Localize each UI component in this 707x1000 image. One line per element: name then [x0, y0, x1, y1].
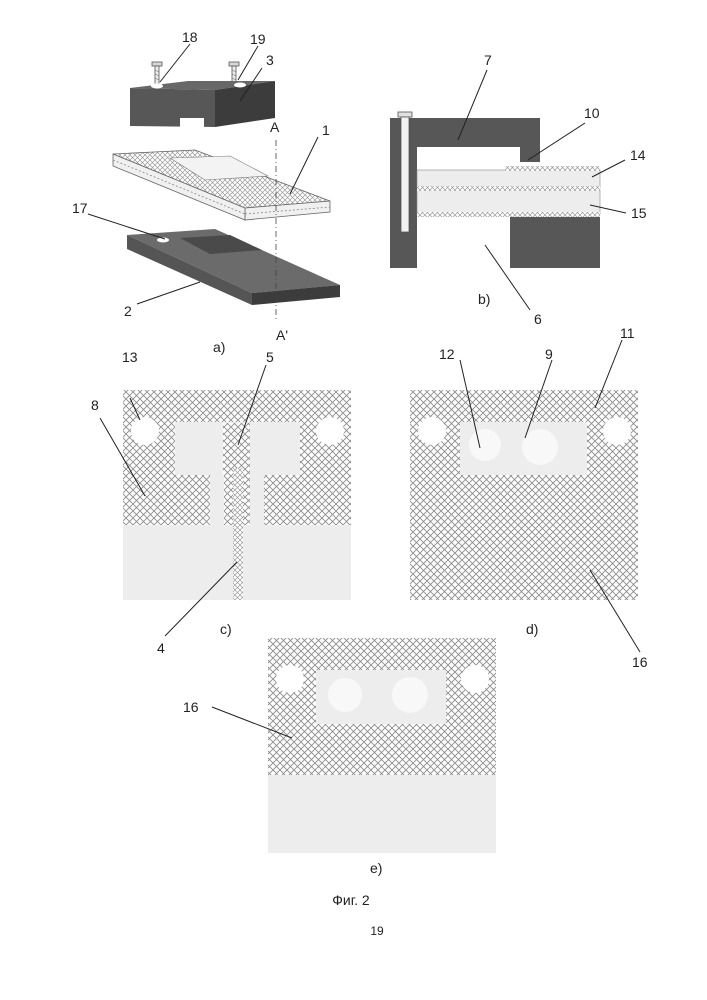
- label-17: 17: [72, 200, 88, 216]
- axis-label-top: A: [270, 119, 280, 135]
- panel-b-cross-section: 7 10 14 15 6 b): [390, 52, 647, 327]
- label-6: 6: [534, 311, 542, 327]
- panel-e-layer: 16 e): [183, 638, 496, 876]
- label-10: 10: [584, 105, 600, 121]
- upper-block-7: [390, 118, 540, 170]
- screw-18-icon: [152, 62, 162, 86]
- label-1: 1: [322, 122, 330, 138]
- hole-11-right: [603, 417, 631, 445]
- label-16-d: 16: [632, 654, 648, 670]
- label-16-e: 16: [183, 699, 199, 715]
- board-1: [113, 150, 330, 220]
- label-3: 3: [266, 52, 274, 68]
- panel-d-caption: d): [526, 621, 538, 637]
- panel-c-top-layer: 13 5 8 4 c): [91, 349, 351, 656]
- hole-left: [418, 417, 446, 445]
- lower-block-6: [510, 217, 600, 268]
- panel-a-caption: a): [213, 339, 225, 355]
- hole-right-e: [461, 665, 489, 693]
- bottom-block-2: [127, 229, 340, 305]
- label-2: 2: [124, 303, 132, 319]
- label-12: 12: [439, 346, 455, 362]
- axis-label-bottom: A': [276, 327, 288, 343]
- label-15: 15: [631, 205, 647, 221]
- hole-right: [316, 417, 344, 445]
- figure-caption: Фиг. 2: [332, 892, 370, 908]
- label-4: 4: [157, 640, 165, 656]
- label-18: 18: [182, 29, 198, 45]
- substrate-layer-14: [417, 170, 600, 188]
- feed-tab-5: [224, 430, 250, 468]
- substrate-layer-15: [417, 190, 600, 214]
- page-number: 19: [370, 924, 384, 938]
- feed-line-4: [233, 468, 243, 600]
- hole-left-e: [276, 665, 304, 693]
- label-14: 14: [630, 147, 646, 163]
- top-block-3: [130, 81, 275, 127]
- hole-13-left: [131, 417, 159, 445]
- label-11: 11: [620, 325, 635, 341]
- label-5: 5: [266, 349, 274, 365]
- label-19: 19: [250, 31, 266, 47]
- panel-a-exploded-view: 18 19 3 1 17 2 A A' a): [72, 29, 340, 355]
- panel-c-caption: c): [220, 621, 232, 637]
- panel-d-ground-layer: 12 9 11 16 d): [410, 325, 648, 670]
- label-8: 8: [91, 397, 99, 413]
- label-9: 9: [545, 346, 553, 362]
- panel-b-caption: b): [478, 291, 490, 307]
- panel-e-caption: e): [370, 860, 382, 876]
- label-7: 7: [484, 52, 492, 68]
- label-13: 13: [122, 349, 138, 365]
